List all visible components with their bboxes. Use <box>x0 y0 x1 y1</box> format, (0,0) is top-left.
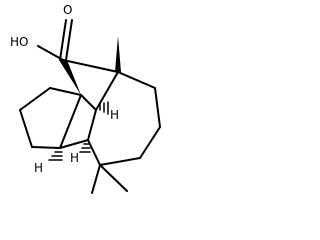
bond-c5-2 <box>19 87 51 111</box>
atom-label-hydrogen-mid: H <box>70 151 79 165</box>
hashed-bond-h-right <box>99 101 109 115</box>
bond-ring-2 <box>154 87 161 128</box>
bond-gem-methyl-2 <box>99 164 128 192</box>
bond-c5-3 <box>19 109 33 148</box>
atom-label-oxygen: O <box>63 3 72 17</box>
hashed-bond-h-left <box>48 151 63 161</box>
bond-c-o-double-1 <box>59 19 67 61</box>
atom-label-hydrogen-left: H <box>34 161 43 175</box>
bond-c-o-double-2 <box>65 19 73 61</box>
bond-ring-1 <box>117 71 156 89</box>
chemical-structure-diagram: O HO H H H <box>10 3 161 194</box>
atom-label-hydrogen-right: H <box>110 108 119 122</box>
bond-bridge-ch <box>80 94 97 111</box>
bond-ring-4 <box>99 157 141 166</box>
bond-c-oh <box>37 45 64 61</box>
bond-c5-6 <box>59 139 89 149</box>
wedge-bond-methyl-top <box>115 36 121 72</box>
bond-c5-5 <box>59 94 82 149</box>
bond-c5-4 <box>31 146 61 149</box>
hashed-bond-h-mid <box>79 143 91 153</box>
bond-ch-down <box>87 109 97 141</box>
bond-c1-c2 <box>62 59 119 73</box>
atom-label-hydroxyl: HO <box>10 35 28 49</box>
bond-gem-methyl-1 <box>91 164 101 194</box>
bond-ring-3 <box>139 126 161 159</box>
wedge-bond-carboxyl <box>59 60 81 95</box>
bond-c5-1 <box>49 87 82 96</box>
